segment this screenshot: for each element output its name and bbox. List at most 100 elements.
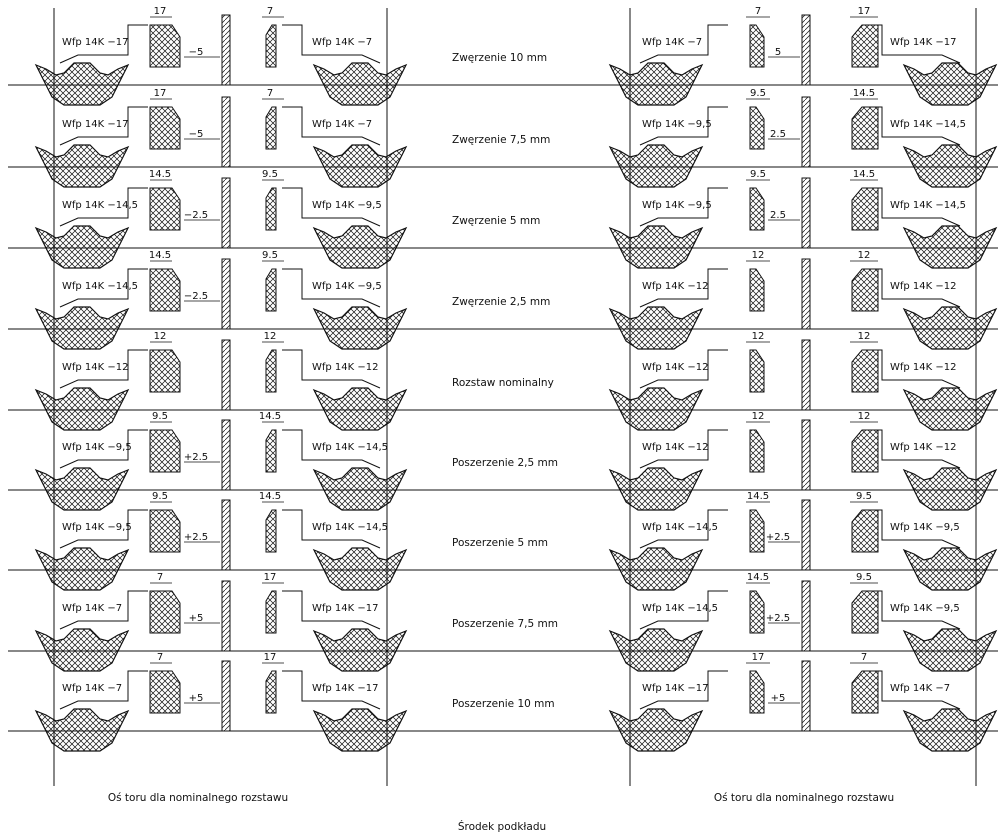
left-rail-section xyxy=(608,225,704,269)
offset-value: 5 xyxy=(775,47,781,58)
right-check-block xyxy=(851,24,879,68)
right-check-block xyxy=(265,187,277,231)
rail-label-right: Wfp 14K −17 xyxy=(890,37,957,48)
right-wheel-profile xyxy=(282,268,381,308)
dimension-left: 14.5 xyxy=(747,572,769,583)
left-wheel-profile xyxy=(639,268,728,308)
dimension-left: 12 xyxy=(752,250,765,261)
dimension-left: 14.5 xyxy=(149,169,171,180)
rail-label-left: Wfp 14K −14,5 xyxy=(62,281,138,292)
right-check-block xyxy=(851,509,879,553)
dimension-right: 14.5 xyxy=(259,491,281,502)
rail-label-left: Wfp 14K −7 xyxy=(62,683,122,694)
left-rail-section xyxy=(608,306,704,350)
right-wheel-profile xyxy=(282,670,381,710)
dimension-right: 9.5 xyxy=(262,169,278,180)
guard-rail-bar xyxy=(801,660,811,732)
left-rail-section xyxy=(34,144,130,188)
dimension-left: 17 xyxy=(154,88,167,99)
left-wheel-profile xyxy=(639,24,728,64)
dimension-right: 7 xyxy=(861,652,867,663)
dimension-left: 9.5 xyxy=(152,491,168,502)
row-caption: Zwęrzenie 7,5 mm xyxy=(452,134,550,146)
left-wheel-profile xyxy=(59,509,148,549)
left-check-block xyxy=(149,429,181,473)
right-wheel-profile xyxy=(282,349,381,389)
dimension-left: 9.5 xyxy=(750,169,766,180)
right-wheel-profile xyxy=(282,24,381,64)
guard-rail-bar xyxy=(221,177,231,249)
right-rail-section xyxy=(312,467,408,511)
right-check-block xyxy=(265,24,277,68)
guard-rail-bar xyxy=(221,339,231,411)
dimension-left: 12 xyxy=(154,331,167,342)
left-rail-section xyxy=(34,387,130,431)
dimension-left: 17 xyxy=(154,6,167,17)
dimension-left: 7 xyxy=(755,6,761,17)
left-check-block xyxy=(749,590,765,634)
right-rail-section xyxy=(902,62,998,106)
rail-label-left: Wfp 14K −17 xyxy=(62,37,129,48)
rail-label-right: Wfp 14K −9,5 xyxy=(312,281,382,292)
rail-label-right: Wfp 14K −12 xyxy=(890,362,957,373)
offset-value: −5 xyxy=(189,129,204,140)
rail-label-right: Wfp 14K −14,5 xyxy=(890,119,966,130)
guard-rail-bar xyxy=(801,419,811,491)
guard-rail-bar xyxy=(221,258,231,330)
rail-label-left: Wfp 14K −17 xyxy=(62,119,129,130)
left-check-block xyxy=(749,187,765,231)
left-wheel-profile xyxy=(639,429,728,469)
left-check-block xyxy=(149,349,181,393)
rail-label-left: Wfp 14K −12 xyxy=(642,362,709,373)
offset-value: −2.5 xyxy=(184,291,208,302)
left-rail-section xyxy=(608,387,704,431)
dimension-right: 14.5 xyxy=(259,411,281,422)
left-check-block xyxy=(749,509,765,553)
left-check-block xyxy=(749,106,765,150)
right-check-block xyxy=(265,509,277,553)
row-caption: Poszerzenie 7,5 mm xyxy=(452,618,558,630)
row-caption: Zwęrzenie 5 mm xyxy=(452,215,540,227)
left-wheel-profile xyxy=(59,349,148,389)
left-check-block xyxy=(749,670,765,714)
left-check-block xyxy=(149,24,181,68)
row-caption: Zwęrzenie 2,5 mm xyxy=(452,296,550,308)
left-rail-section xyxy=(608,144,704,188)
dimension-right: 9.5 xyxy=(856,491,872,502)
rail-label-right: Wfp 14K −14,5 xyxy=(890,200,966,211)
offset-value: +5 xyxy=(189,613,204,624)
dimension-left: 12 xyxy=(752,411,765,422)
right-rail-section xyxy=(902,387,998,431)
rail-label-left: Wfp 14K −12 xyxy=(642,442,709,453)
left-rail-section xyxy=(34,62,130,106)
sleeper-center-label: Środek podkładu xyxy=(458,820,546,832)
left-wheel-profile xyxy=(639,349,728,389)
right-rail-section xyxy=(902,708,998,752)
right-rail-section xyxy=(312,708,408,752)
dimension-right: 12 xyxy=(858,411,871,422)
axis-label-left: Oś toru dla nominalnego rozstawu xyxy=(108,792,288,804)
rail-label-left: Wfp 14K −7 xyxy=(62,603,122,614)
rail-label-left: Wfp 14K −9,5 xyxy=(642,119,712,130)
rail-label-left: Wfp 14K −9,5 xyxy=(62,522,132,533)
right-rail-section xyxy=(902,467,998,511)
dimension-right: 12 xyxy=(858,331,871,342)
rail-label-right: Wfp 14K −12 xyxy=(890,281,957,292)
left-check-block xyxy=(149,590,181,634)
left-rail-section xyxy=(34,467,130,511)
right-check-block xyxy=(851,268,879,312)
right-check-block xyxy=(851,670,879,714)
guard-rail-bar xyxy=(221,580,231,652)
dimension-right: 12 xyxy=(858,250,871,261)
right-check-block xyxy=(265,429,277,473)
right-wheel-profile xyxy=(282,187,381,227)
left-wheel-profile xyxy=(59,24,148,64)
